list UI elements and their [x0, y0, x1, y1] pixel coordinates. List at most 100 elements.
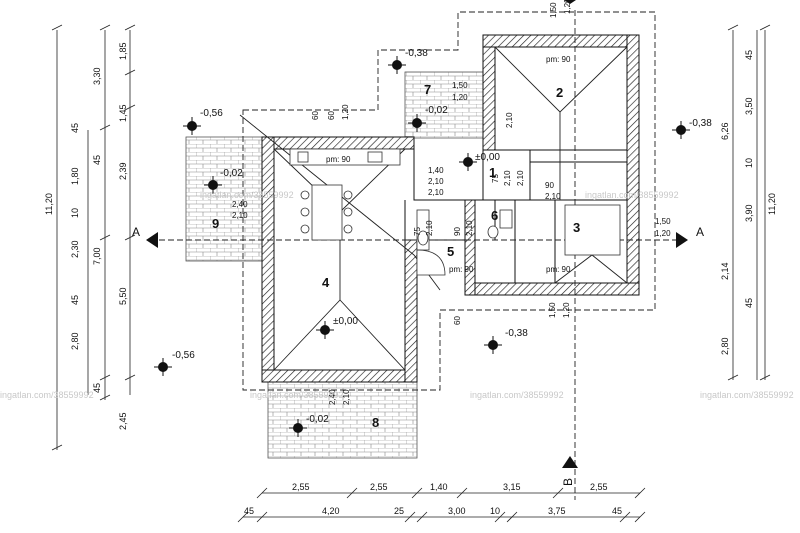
sill-kitchen: pm: 90 — [326, 155, 351, 164]
dim-bottom-2: 45 — [612, 506, 622, 516]
opening-label: 2,40 — [328, 389, 337, 405]
dim-left-outer: 11,20 — [44, 193, 54, 215]
room-number-2: 2 — [556, 85, 563, 100]
dim-left-inner: 2,80 — [70, 332, 80, 350]
opening-label: 60 — [311, 111, 320, 120]
dim-left-mid: 3,30 — [92, 67, 102, 85]
opening-label: 60 — [327, 111, 336, 120]
opening-label: 2,10 — [545, 192, 561, 201]
opening-label: 2,10 — [428, 188, 444, 197]
dim-left-mid: 45 — [92, 383, 102, 393]
dimension-ticks — [51, 24, 771, 523]
section-mark-a-left: A — [132, 225, 158, 248]
dim-bottom-1: 3,15 — [503, 482, 521, 492]
dim-right-mid: 2,14 — [720, 262, 730, 280]
opening-label: 75 — [491, 174, 500, 183]
dim-bottom-2: 4,20 — [322, 506, 340, 516]
dim-left-inner: 45 — [70, 123, 80, 133]
level-terrace-8: -0,02 — [306, 414, 329, 425]
dim-bottom-1: 1,40 — [430, 482, 448, 492]
level-bottom-mid: -0,38 — [505, 328, 528, 339]
level-markers — [154, 56, 690, 437]
dim-left-inner: 2,30 — [70, 240, 80, 258]
opening-label: 1,50 — [548, 302, 557, 318]
opening-label: 2,10 — [342, 389, 351, 405]
dim-right-mid: 2,80 — [720, 337, 730, 355]
section-mark-b-top — [564, 0, 576, 4]
room-number-4: 4 — [322, 275, 330, 290]
opening-label: 90 — [545, 181, 554, 190]
opening-label: 1,20 — [563, 0, 572, 14]
room-number-9: 9 — [212, 216, 219, 231]
watermark: ingatlan.com/38559992 — [585, 190, 679, 200]
dim-bottom-1: 2,55 — [292, 482, 310, 492]
dim-right-inner: 45 — [744, 50, 754, 60]
section-mark-a-right: A — [676, 225, 704, 248]
opening-label: 1,20 — [655, 229, 671, 238]
dim-bottom-2: 45 — [244, 506, 254, 516]
opening-label: 2,10 — [516, 170, 525, 186]
dim-left-inner: 45 — [70, 295, 80, 305]
dim-bottom-2: 25 — [394, 506, 404, 516]
dim-left-inner2: 5,50 — [118, 287, 128, 305]
dim-right-inner: 10 — [744, 158, 754, 168]
opening-label: 1,20 — [452, 93, 468, 102]
dim-left-mid: 2,45 — [118, 412, 128, 430]
room-number-7: 7 — [424, 82, 431, 97]
dim-right-mid: 6,26 — [720, 122, 730, 140]
room-number-6: 6 — [491, 208, 498, 223]
opening-label: 1,20 — [562, 302, 571, 318]
svg-text:B: B — [561, 478, 575, 486]
dim-right-inner: 3,90 — [744, 204, 754, 222]
opening-label: 2,10 — [503, 170, 512, 186]
level-entry-7: -0,02 — [425, 105, 448, 116]
dim-left-inner2: 2,39 — [118, 162, 128, 180]
dim-bottom-2: 3,00 — [448, 506, 466, 516]
opening-label: 90 — [453, 227, 462, 236]
opening-label: 2,10 — [232, 211, 248, 220]
opening-label: 1,50 — [549, 2, 558, 18]
dim-left-inner: 45 — [92, 155, 102, 165]
opening-label: 1,20 — [341, 104, 350, 120]
opening-label: 60 — [453, 316, 462, 325]
watermark: ingatlan.com/38559992 — [200, 190, 294, 200]
room-number-1: 1 — [489, 165, 496, 180]
sill-room3: pm: 90 — [546, 265, 571, 274]
opening-label: 2,40 — [232, 200, 248, 209]
opening-label: 1,50 — [655, 217, 671, 226]
dim-bottom-2: 10 — [490, 506, 500, 516]
dim-right-inner: 45 — [744, 298, 754, 308]
dim-bottom-1: 2,55 — [370, 482, 388, 492]
room-number-8: 8 — [372, 415, 379, 430]
dimension-lines — [56, 30, 766, 518]
dim-right-outer: 11,20 — [767, 193, 777, 215]
terrace-8 — [267, 379, 418, 459]
svg-text:A: A — [696, 225, 704, 239]
level-terrace-9: -0,56 — [200, 108, 223, 119]
opening-label: 2,10 — [428, 177, 444, 186]
kitchen — [289, 148, 401, 241]
level-top-entry: -0,38 — [405, 48, 428, 59]
room-number-5: 5 — [447, 244, 454, 259]
dim-right-inner: 3,50 — [744, 97, 754, 115]
dim-left-inner: 1,45 — [118, 104, 128, 122]
level-right-top: -0,38 — [689, 118, 712, 129]
level-room-4: ±0,00 — [333, 316, 358, 327]
section-mark-b-bottom: B — [561, 456, 578, 486]
dim-bottom-1: 2,55 — [590, 482, 608, 492]
opening-label: 2,10 — [425, 220, 434, 236]
watermark: ingatlan.com/38559992 — [700, 390, 794, 400]
dim-left-inner: 10 — [70, 208, 80, 218]
opening-label: 2,10 — [505, 112, 514, 128]
watermark: ingatlan.com/38559992 — [470, 390, 564, 400]
opening-label: 1,50 — [452, 81, 468, 90]
watermark: ingatlan.com/38559992 — [0, 390, 94, 400]
svg-text:A: A — [132, 225, 140, 239]
outer-walls — [261, 34, 640, 383]
dim-left-mid: 7,00 — [92, 247, 102, 265]
bathroom-fixtures — [416, 204, 621, 276]
sill-room5: pm: 90 — [449, 265, 474, 274]
room-number-3: 3 — [573, 220, 580, 235]
sill-room2: pm: 90 — [546, 55, 571, 64]
